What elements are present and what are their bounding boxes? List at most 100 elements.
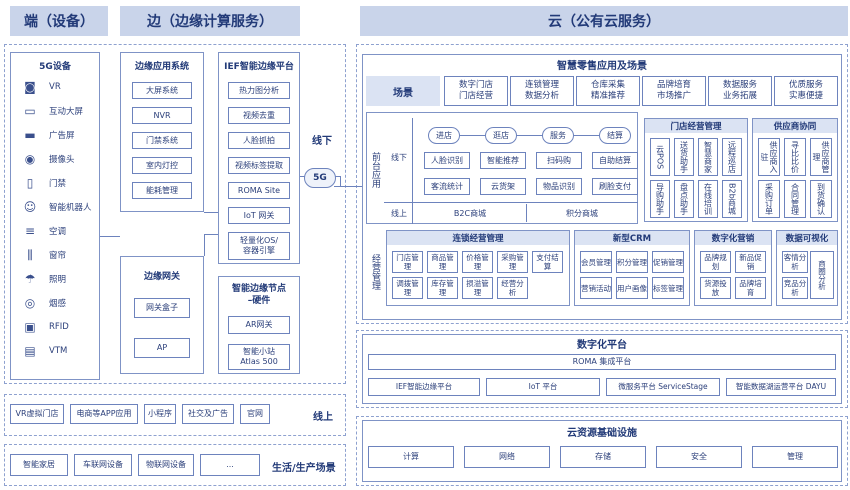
store-ops-item: 盘点助手: [674, 180, 694, 218]
device-panel: 5G设备 ◙VR▭互动大屏▬广告屏◉摄像头▯门禁☺智能机器人≡空调⫼窗帘☂照明◎…: [10, 52, 100, 380]
online-item: 电商等APP应用: [70, 404, 138, 424]
marketing-item: 货源投放: [700, 277, 731, 299]
chain-item: 商品管理: [427, 251, 458, 273]
retail-title: 智慧零售应用及场景: [557, 60, 647, 72]
connector: [334, 186, 362, 187]
supplier-item: 采购订单: [758, 180, 780, 218]
gateway-item: AP: [134, 338, 190, 358]
ief-item: IoT 网关: [228, 207, 290, 224]
device-item: ▭ 互动大屏: [21, 99, 99, 123]
edge-app-item: 室内灯控: [132, 157, 192, 174]
digital-platform-region: [356, 330, 848, 408]
front-app-item: 刷脸支付: [592, 178, 638, 195]
infra-item: 安全: [656, 446, 742, 468]
device-item: ≡ 空调: [21, 219, 99, 243]
supplier-item: 到货确认: [810, 180, 832, 218]
front-app-item: 智能推荐: [480, 152, 526, 169]
platform-item: 微服务平台 ServiceStage: [606, 378, 720, 396]
device-label: 照明: [49, 275, 67, 285]
ief-item: 视频标签提取: [228, 157, 290, 174]
life-item: 智能家居: [10, 454, 68, 476]
fiveg-cloud-icon: 5G: [304, 168, 336, 188]
life-item: 车联网设备: [74, 454, 132, 476]
edge-app-title: 边缘应用系统: [134, 61, 189, 72]
infra-item: 存储: [560, 446, 646, 468]
edge-gateway-title: 边缘网关: [143, 271, 180, 282]
marketing-item: 品牌培育: [735, 277, 766, 299]
chain-item: 经营分析: [497, 277, 528, 299]
life-region: [4, 444, 346, 486]
device-label: VTM: [49, 346, 68, 356]
device-label: VR: [49, 82, 61, 92]
store-ops-item: 云POS: [650, 138, 670, 176]
flow-step: 服务: [542, 127, 574, 144]
device-edge-region: [4, 44, 346, 384]
flow-step: 结算: [599, 127, 631, 144]
platform-item: 智能数据湖运营平台 DAYU: [726, 378, 836, 396]
chain-item: 支付结算: [532, 251, 563, 273]
flow-step: 进店: [428, 127, 460, 144]
online-region: [4, 394, 346, 436]
vr-headset-icon: ◙: [24, 80, 36, 94]
mgmt-label: 经营管理: [370, 254, 380, 290]
ief-item: ROMA Site: [228, 182, 290, 199]
chain-title: 连锁经营管理: [387, 231, 569, 245]
roma-platform: ROMA 集成平台: [368, 354, 836, 370]
store-ops-item: 远程巡店: [722, 138, 742, 176]
store-ops-item: 导购助手: [650, 180, 670, 218]
device-label: 空调: [49, 227, 67, 237]
edge-node-item: 智能小站 Atlas 500: [228, 344, 290, 370]
divider: [412, 118, 413, 224]
divider: [526, 204, 527, 222]
store-ops-item: 送货助手: [674, 138, 694, 176]
infra-item: 网络: [464, 446, 550, 468]
device-list: ◙VR▭互动大屏▬广告屏◉摄像头▯门禁☺智能机器人≡空调⫼窗帘☂照明◎烟感▣RF…: [11, 75, 99, 363]
device-label: 窗帘: [49, 251, 67, 261]
online-label: 线上: [313, 412, 333, 423]
front-app-item: 客流统计: [424, 178, 470, 195]
device-item: ◙ VR: [21, 75, 99, 99]
supplier-title: 供应商协同: [753, 119, 837, 133]
flow-line: [428, 135, 628, 136]
store-ops-item: 在线培训: [698, 180, 718, 218]
visual-item: 商圈分析: [810, 251, 834, 299]
vtm-icon: ▤: [24, 344, 36, 358]
store-ops-item: 智慧商家: [698, 138, 718, 176]
crm-item: 用户画像: [616, 277, 648, 299]
ief-title: IEF智能边缘平台: [224, 61, 294, 72]
cloud-infra-region: [356, 416, 848, 486]
device-label: 摄像头: [49, 155, 75, 165]
device-label: 智能机器人: [49, 203, 92, 213]
store-ops-item: B2b商城: [722, 180, 742, 218]
camera-icon: ◉: [24, 152, 36, 166]
crm-item: 会员管理: [580, 251, 612, 273]
online-item: 小程序: [144, 404, 176, 424]
air-conditioner-icon: ≡: [24, 224, 36, 238]
supplier-item: 寻比比价: [784, 138, 806, 176]
front-app-item: 自助结算: [592, 152, 638, 169]
device-header: 端（设备）: [10, 6, 108, 36]
front-app-label: 前台应用: [370, 152, 380, 188]
scene-item: 品牌培育 市场推广: [642, 76, 706, 106]
cloud-region: [356, 44, 848, 324]
scene-item: 连锁管理 数据分析: [510, 76, 574, 106]
online-item: 官网: [240, 404, 270, 424]
chain-item: 调拨管理: [392, 277, 423, 299]
device-item: ⫼窗帘: [21, 243, 99, 267]
device-label: 互动大屏: [49, 107, 84, 117]
edge-header: 边（边缘计算服务）: [120, 6, 300, 36]
screen-icon: ▭: [24, 104, 36, 118]
device-item: ▤ VTM: [21, 339, 99, 363]
device-item: ◉ 摄像头: [21, 147, 99, 171]
fiveg-label: 5G: [313, 173, 327, 183]
connector: [204, 234, 205, 256]
connector: [204, 212, 218, 213]
life-item: 物联网设备: [138, 454, 194, 476]
infra-item: 计算: [368, 446, 454, 468]
crm-item: 积分管理: [616, 251, 648, 273]
ief-item: 人脸抓拍: [228, 132, 290, 149]
platform-item: IoT 平台: [486, 378, 600, 396]
chain-item: 库存管理: [427, 277, 458, 299]
door-icon: ▯: [26, 176, 34, 190]
gateway-item: 网关盒子: [134, 298, 190, 318]
